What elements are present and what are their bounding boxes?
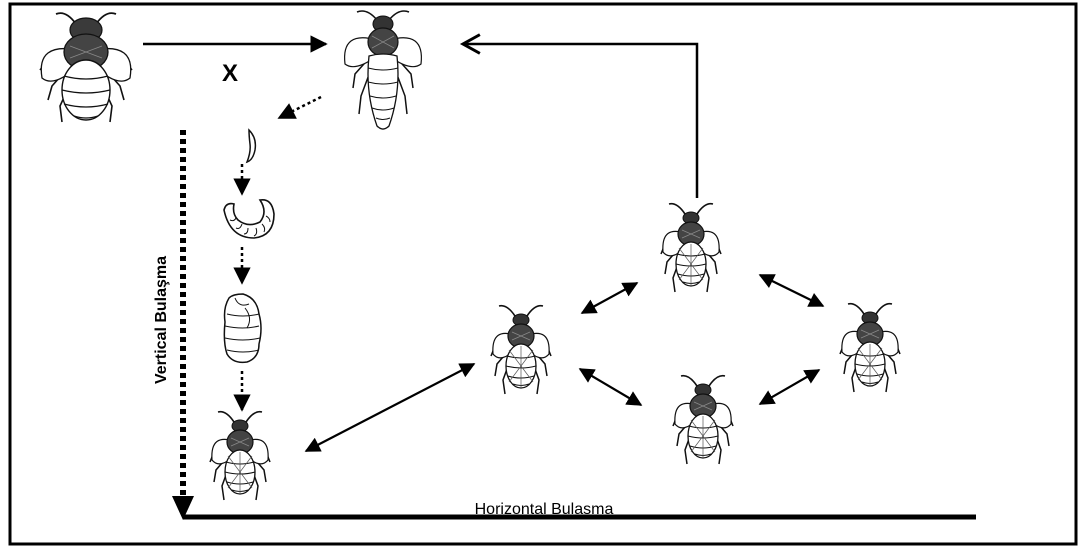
vertical-label: Vertical Bulaşma <box>153 256 170 384</box>
pupa-icon <box>224 294 261 362</box>
cross-symbol: X <box>222 60 238 87</box>
horizontal-label: Horizontal Bulasma <box>475 501 614 518</box>
